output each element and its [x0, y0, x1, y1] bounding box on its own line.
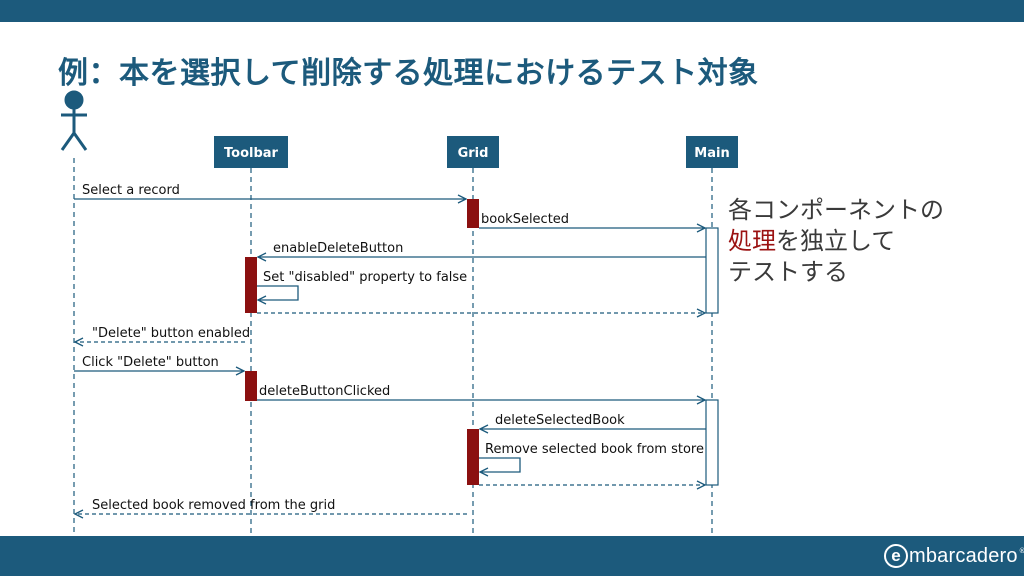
side-note: 各コンポーネントの 処理を独立して テストする	[728, 195, 944, 288]
message-label: Set "disabled" property to false	[263, 270, 467, 285]
self-call-arrow	[257, 285, 299, 300]
message-label: "Delete" button enabled	[92, 326, 250, 341]
top-band	[0, 0, 1024, 22]
note-line-1: 各コンポーネントの	[728, 196, 944, 224]
message-label: Selected book removed from the grid	[92, 498, 335, 513]
activation-main-2	[705, 399, 719, 486]
slide-title: 例：本を選択して削除する処理におけるテスト対象	[58, 56, 759, 91]
activation-grid-2	[467, 429, 479, 485]
participant-main-label: Main	[694, 146, 729, 161]
message-label: Click "Delete" button	[82, 355, 219, 370]
message-label: Select a record	[82, 183, 180, 198]
activation-toolbar-2	[245, 371, 257, 401]
note-line-2-rest: を独立して	[776, 227, 896, 255]
note-highlight: 処理	[728, 227, 776, 255]
participant-toolbar: Toolbar	[214, 136, 288, 168]
activation-toolbar-1	[245, 257, 257, 313]
message-label: enableDeleteButton	[273, 241, 403, 256]
note-line-2: 処理を独立して	[728, 226, 944, 257]
message-label: Remove selected book from store	[485, 442, 704, 457]
registered-mark: ®	[1018, 547, 1024, 555]
participant-toolbar-label: Toolbar	[224, 146, 279, 161]
message-label: deleteSelectedBook	[495, 413, 625, 428]
activation-grid-1	[467, 199, 479, 228]
message-label: deleteButtonClicked	[259, 384, 390, 399]
note-line-3: テストする	[728, 258, 848, 286]
self-call-arrow	[479, 457, 521, 472]
embarcadero-logo: e mbarcadero ®	[884, 541, 1024, 571]
logo-wordmark: mbarcadero	[909, 544, 1018, 567]
participant-grid: Grid	[447, 136, 499, 168]
stick-figure-icon	[60, 90, 88, 151]
participant-grid-label: Grid	[458, 146, 489, 161]
bottom-band	[0, 536, 1024, 576]
activation-main-1	[705, 227, 719, 314]
participant-main: Main	[686, 136, 738, 168]
logo-e-mark: e	[884, 544, 908, 568]
message-label: bookSelected	[481, 212, 569, 227]
